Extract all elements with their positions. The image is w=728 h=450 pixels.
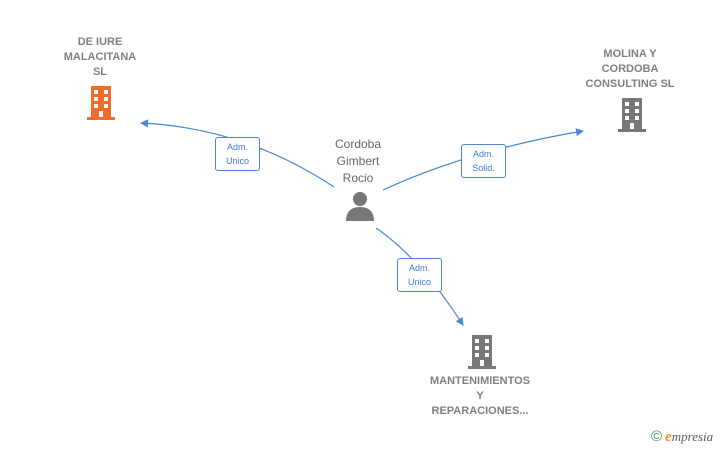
relation-label-adm-unico: Adm. Unico — [397, 258, 442, 292]
relation-label-adm-unico: Adm. Unico — [215, 137, 260, 171]
building-icon[interactable] — [616, 97, 648, 133]
building-icon[interactable] — [466, 334, 498, 370]
company-label-de-iure-malacitana[interactable]: DE IURE MALACITANA SL — [63, 36, 137, 78]
building-icon[interactable] — [85, 85, 117, 121]
relation-label-adm-solid: Adm. Solid. — [461, 144, 506, 178]
empresia-brand: ©empresia — [651, 428, 713, 446]
person-label[interactable]: Cordoba Gimbert Rocio — [334, 137, 382, 185]
copyright-icon: © — [651, 428, 663, 445]
company-label-mantenimientos[interactable]: MANTENIMIENTOS Y REPARACIONES... — [429, 375, 531, 417]
company-label-molina-cordoba[interactable]: MOLINA Y CORDOBA CONSULTING SL — [585, 48, 675, 90]
brand-rest: mpresia — [671, 429, 714, 444]
brand-e: e — [665, 429, 672, 445]
brand-name: empresia — [665, 429, 714, 445]
person-icon[interactable] — [344, 190, 376, 222]
